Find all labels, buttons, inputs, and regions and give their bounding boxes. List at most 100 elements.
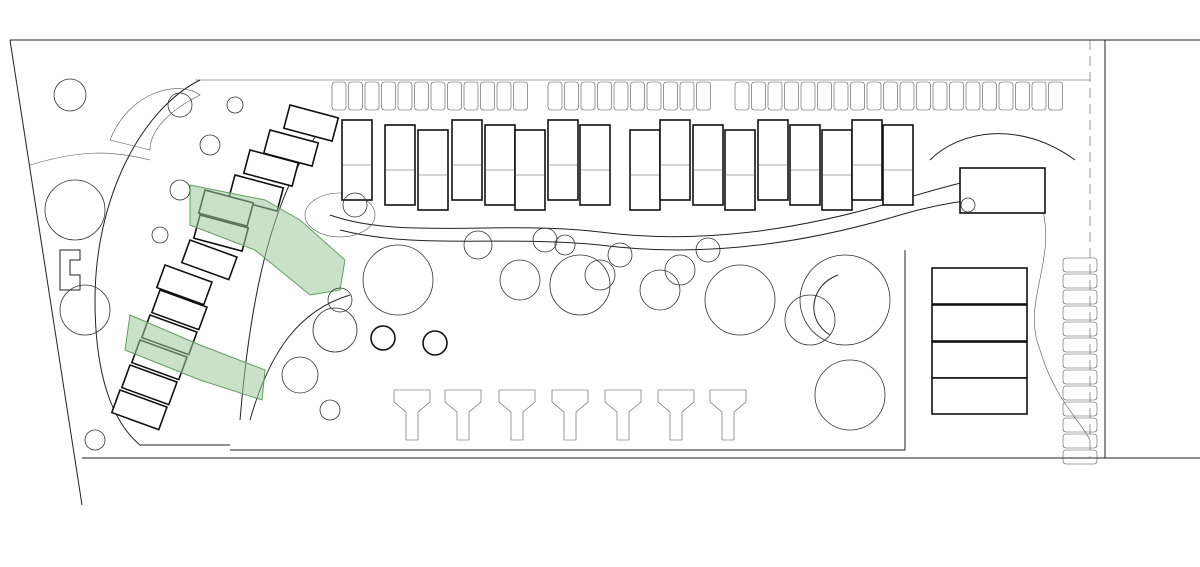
townhouse (789, 124, 821, 206)
parking-stall (679, 81, 695, 111)
pavilion (498, 389, 536, 441)
townhouse (547, 119, 579, 201)
parking-stall (1062, 385, 1098, 401)
pavilion (551, 389, 589, 441)
parking-stall (800, 81, 816, 111)
parking-stall (916, 81, 931, 111)
parking-stall (513, 81, 528, 111)
parking-right (1062, 257, 1098, 465)
townhouse (724, 129, 756, 211)
tree (59, 284, 111, 336)
parking-stall (784, 81, 799, 111)
tree (704, 264, 776, 336)
parking-stall (949, 81, 964, 111)
tree (44, 179, 106, 241)
townhouse (451, 119, 483, 201)
tree (784, 294, 836, 346)
parking-stall (1062, 369, 1098, 385)
pool-pavilions (393, 389, 747, 441)
parking-stall (965, 81, 981, 111)
parking-stall (364, 81, 380, 111)
townhouse (384, 124, 416, 206)
parking-stall (630, 81, 645, 111)
tree (499, 259, 541, 301)
parking-stall (734, 81, 750, 111)
tree (319, 399, 341, 421)
townhouse (417, 129, 449, 211)
parking-stall (696, 81, 711, 111)
parking-stall (597, 81, 612, 111)
parking-stall (663, 81, 678, 111)
pavilion (657, 389, 695, 441)
tree (554, 234, 576, 256)
garage-unit (931, 341, 1028, 379)
parking-stall (883, 81, 898, 111)
tree (226, 96, 244, 114)
garage-unit (931, 304, 1028, 342)
townhouse (629, 129, 661, 211)
tree (281, 356, 319, 394)
tree (607, 242, 633, 268)
parking-stall (1062, 305, 1098, 321)
parking-stall (564, 81, 579, 111)
garage-building (931, 267, 1028, 415)
parking-top (331, 81, 1063, 111)
apartment-unit (150, 288, 209, 331)
parking-stall (1062, 417, 1098, 433)
playground (59, 249, 839, 336)
parking-stall (833, 81, 849, 111)
townhouse (579, 124, 611, 206)
parking-stall (817, 81, 832, 111)
apartment-unit (155, 263, 214, 306)
fountain (422, 330, 448, 356)
site-boundary (9, 39, 1200, 506)
parking-stall (447, 81, 462, 111)
parking-stall (1062, 337, 1098, 353)
tree (312, 307, 358, 353)
tree (151, 226, 169, 244)
tree (814, 359, 886, 431)
pavilion (604, 389, 642, 441)
tree (549, 254, 611, 316)
tree (167, 92, 193, 118)
parking-stall (1062, 401, 1098, 417)
tree (199, 134, 221, 156)
parking-stall (1062, 321, 1098, 337)
parking-stall (414, 81, 429, 111)
townhouse (882, 124, 914, 206)
tree (169, 179, 191, 201)
parking-stall (1062, 289, 1098, 305)
parking-stall (1031, 81, 1047, 111)
townhouse (514, 129, 546, 211)
parking-stall (982, 81, 997, 111)
townhouse (757, 119, 789, 201)
tree (362, 244, 434, 316)
parking-stall (430, 81, 446, 111)
tree (639, 269, 681, 311)
townhouse (821, 129, 853, 211)
parking-stall (348, 81, 363, 111)
parking-stall (646, 81, 662, 111)
parking-stall (1062, 257, 1098, 273)
tree (664, 254, 696, 286)
pavilion (709, 389, 747, 441)
pavilion (444, 389, 482, 441)
apartment-unit (110, 388, 169, 431)
parking-stall (866, 81, 882, 111)
tree (695, 237, 721, 263)
tree (584, 259, 616, 291)
parking-stall (1048, 81, 1063, 111)
parking-stall (496, 81, 512, 111)
townhouse (659, 119, 691, 201)
townhouse-row (341, 119, 914, 211)
clubhouse (959, 167, 1046, 214)
parking-stall (547, 81, 563, 111)
parking-stall (932, 81, 948, 111)
parking-stall (1062, 433, 1098, 449)
pavilion (393, 389, 431, 441)
apartment-unit (120, 363, 179, 406)
tree (799, 254, 891, 346)
townhouse (341, 119, 373, 201)
tree (84, 429, 106, 451)
apartment-unit (242, 149, 300, 188)
